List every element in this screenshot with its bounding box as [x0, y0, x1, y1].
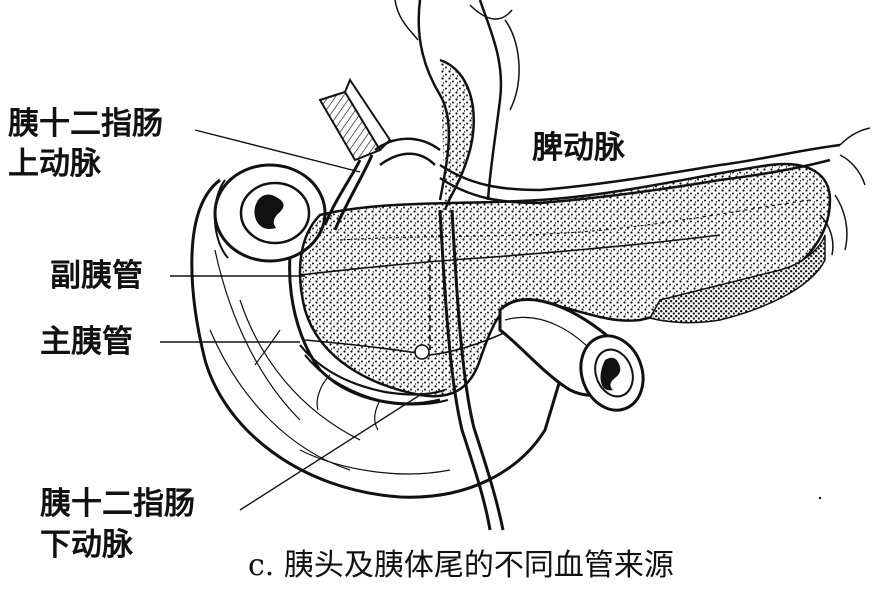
label-inferior-pancreaticoduodenal-artery-1: 胰十二指肠 [40, 486, 195, 522]
figure-caption: c. 胰头及胰体尾的不同血管来源 [248, 548, 674, 583]
jejunum [498, 298, 645, 412]
pancreas [298, 162, 832, 398]
superior-mesenteric-vessels [438, 209, 505, 531]
leader-inf-artery [239, 394, 421, 511]
aorta-vessels [394, 0, 520, 211]
label-inferior-pancreaticoduodenal-artery-2: 下动脉 [40, 527, 133, 563]
speck [818, 496, 822, 500]
label-superior-pancreaticoduodenal-artery-2: 上动脉 [8, 146, 101, 182]
leader-sup-artery [194, 129, 361, 173]
duodenum-cut-end [213, 163, 327, 263]
label-superior-pancreaticoduodenal-artery-1: 胰十二指肠 [8, 106, 163, 142]
label-accessory-pancreatic-duct: 副胰管 [50, 258, 143, 294]
label-main-pancreatic-duct: 主胰管 [40, 324, 133, 360]
label-splenic-artery: 脾动脉 [532, 130, 625, 166]
leader-lines [160, 129, 421, 511]
inferior-arcade [254, 329, 449, 431]
